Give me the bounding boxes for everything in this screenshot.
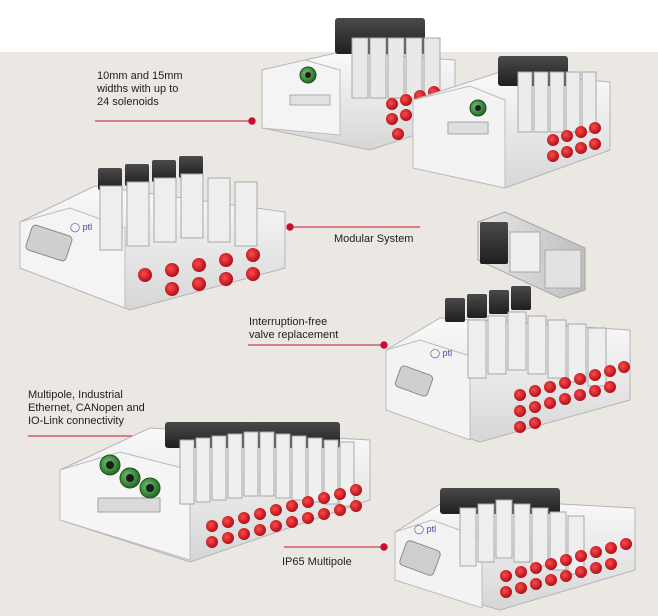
valve-island-top-small (412, 56, 611, 189)
callout-modular: Modular System (334, 233, 414, 245)
valve-island-modular: ◯ ptl (19, 156, 286, 311)
valve-island-replacement: ◯ ptl (385, 286, 631, 443)
valve-island-fieldbus (59, 422, 371, 563)
callout-multipole: Multipole, Industrial Ethernet, CANopen … (28, 389, 145, 427)
fieldbus-connectors-icon (99, 454, 161, 499)
brand-mark-icon: ◯ ptl (70, 222, 92, 233)
brand-mark-icon-2: ◯ ptl (430, 348, 452, 359)
valve-island-top-large (261, 18, 456, 151)
leader-lines (28, 117, 420, 551)
leader-dot-modular (286, 223, 294, 231)
top-margin (0, 0, 658, 52)
callout-ip65: IP65 Multipole (282, 556, 352, 568)
callout-widths: 10mm and 15mm widths with up to 24 solen… (97, 70, 183, 108)
callout-replacement: Interruption-free valve replacement (249, 316, 339, 341)
leader-dot-widths (248, 117, 256, 125)
valve-single-module (477, 211, 586, 299)
valve-island-ip65: ◯ ptl (394, 488, 636, 611)
leader-dot-ip65 (380, 543, 388, 551)
leader-dot-replacement (380, 341, 388, 349)
brand-mark-icon-3: ◯ ptl (414, 524, 436, 535)
